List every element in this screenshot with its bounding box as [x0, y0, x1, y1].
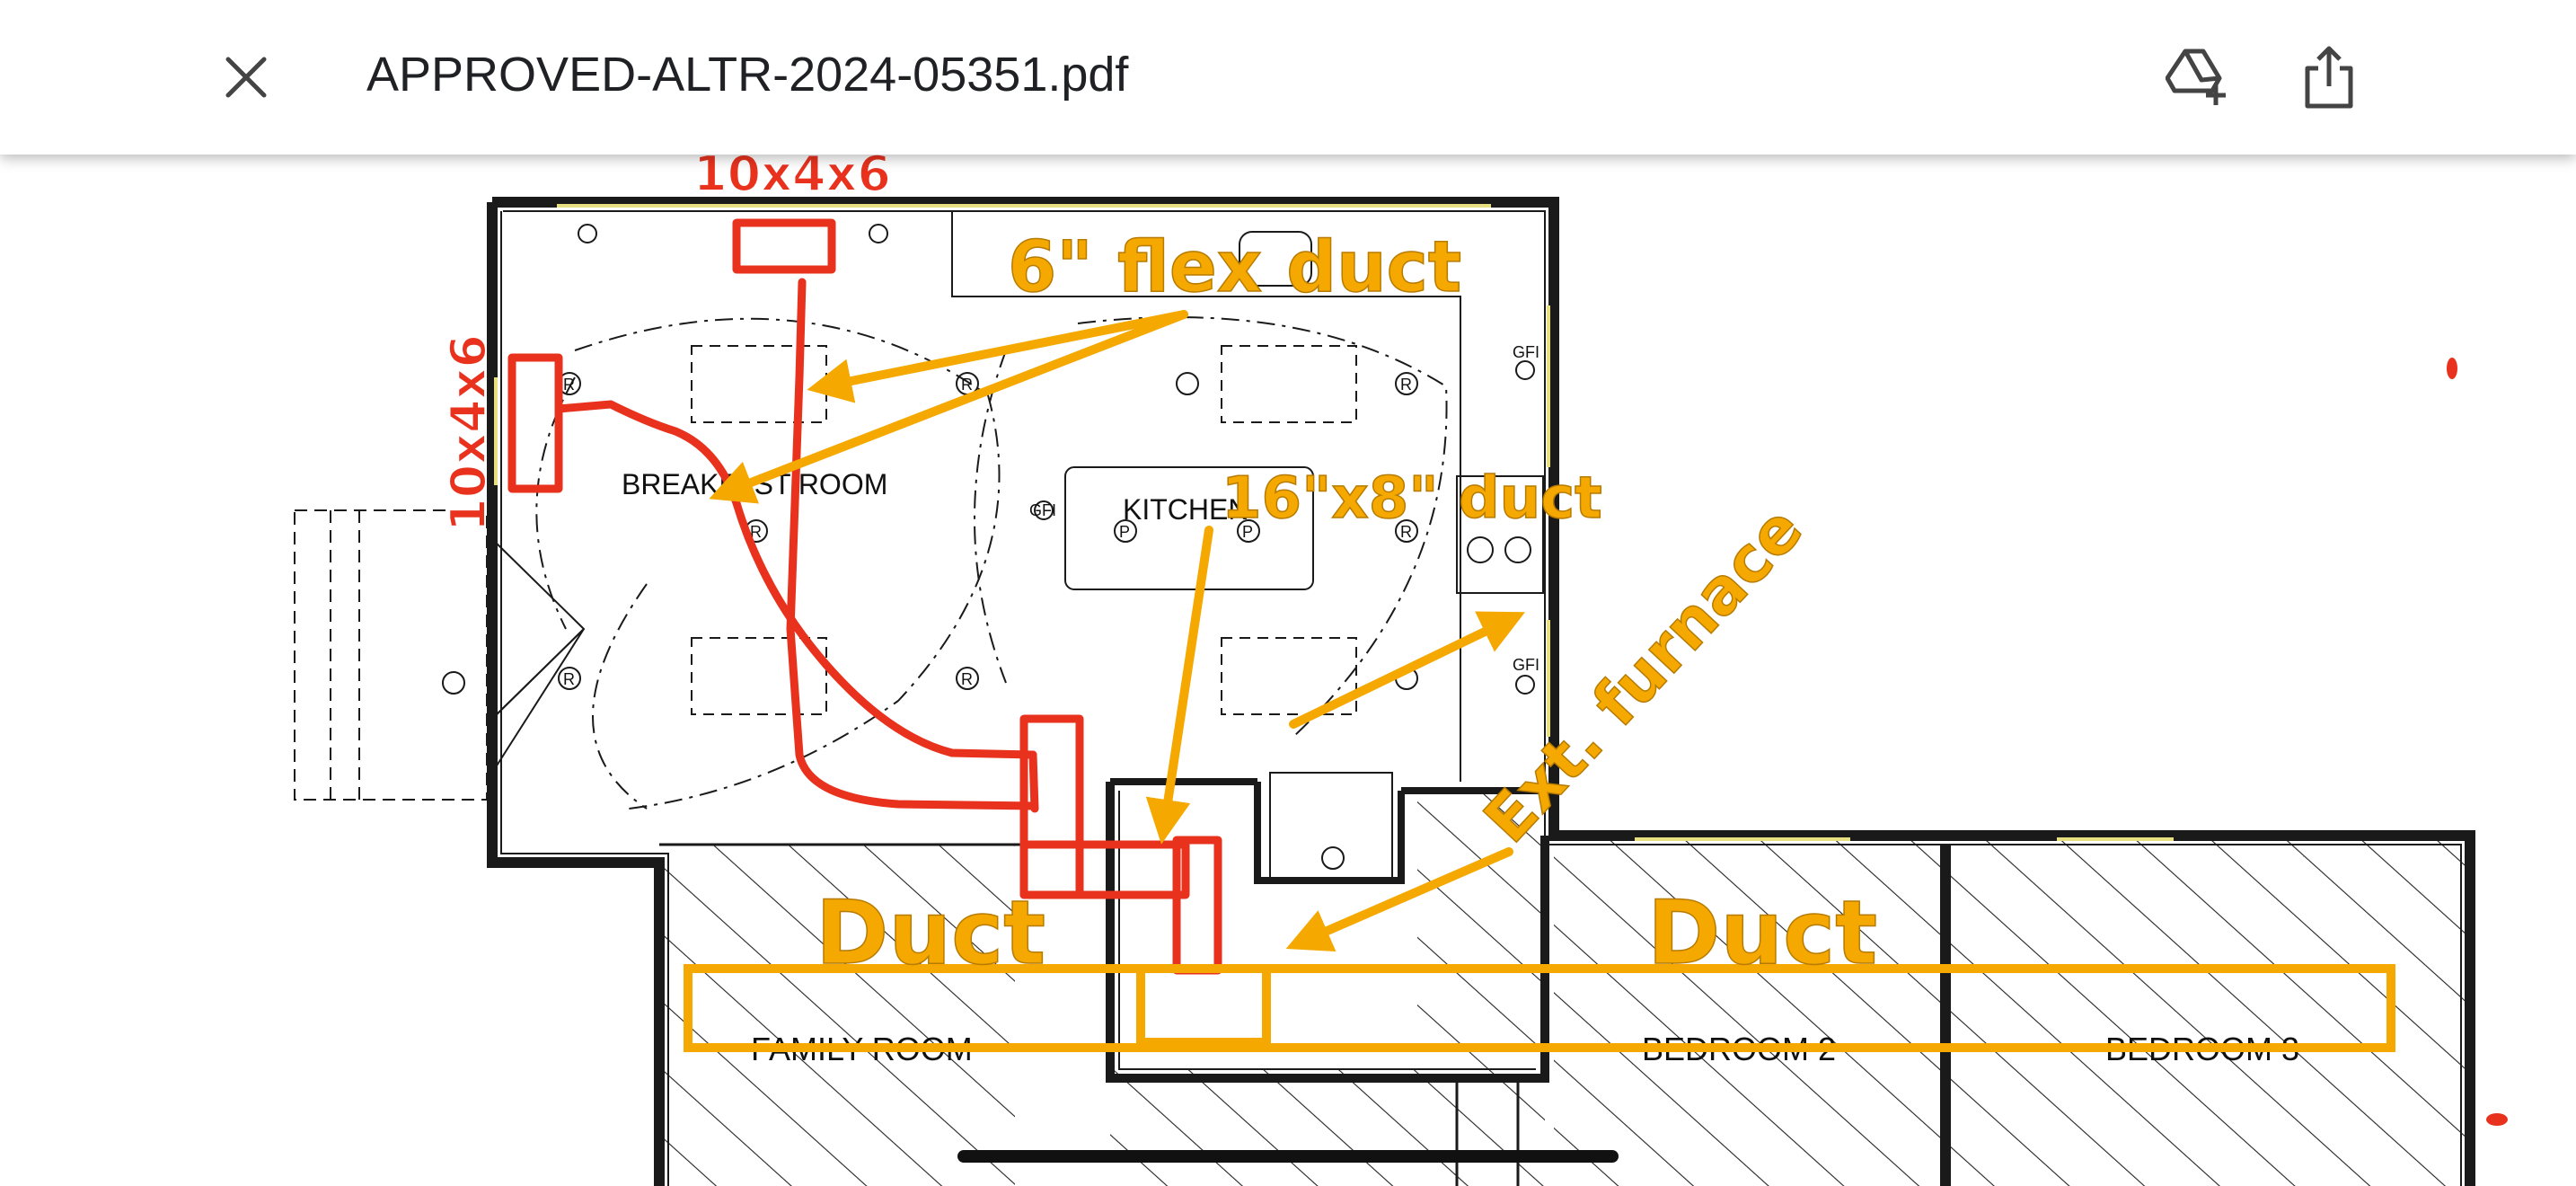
left-register-label: 10x4x6 — [440, 334, 497, 532]
top-register-label: 10x4x6 — [693, 155, 891, 202]
svg-text:GFI: GFI — [1029, 501, 1056, 519]
svg-text:P: P — [1119, 523, 1130, 541]
top-app-bar: APPROVED-ALTR-2024-05351.pdf — [0, 0, 2576, 155]
svg-text:R: R — [563, 376, 575, 394]
svg-text:P: P — [1242, 523, 1253, 541]
svg-text:R: R — [1400, 523, 1412, 541]
duct-label-right: Duct — [1647, 882, 1877, 985]
svg-text:R: R — [750, 523, 762, 541]
svg-text:R: R — [1400, 376, 1412, 394]
flex-duct-label: 6" flex duct — [1008, 227, 1461, 308]
kitchen-counters — [951, 211, 1544, 881]
red-duct-markup — [507, 218, 1222, 975]
hatched-area — [659, 791, 2470, 1186]
document-title: APPROVED-ALTR-2024-05351.pdf — [366, 48, 1129, 102]
svg-text:GFI: GFI — [1513, 656, 1539, 674]
floor-plan-drawing: R R R R R R R P P GFI GFI GFI BREAKFAST … — [294, 155, 2508, 1186]
add-to-drive-icon — [2166, 49, 2226, 105]
room-label-kitchen: KITCHEN — [1123, 493, 1248, 526]
svg-text:R: R — [961, 376, 973, 394]
red-dots — [2447, 358, 2508, 1126]
symbol-labels: R R R R R R R P P GFI GFI GFI — [563, 343, 1539, 688]
share-button[interactable] — [2289, 37, 2369, 118]
svg-text:R: R — [563, 670, 575, 688]
svg-text:R: R — [961, 670, 973, 688]
close-button[interactable] — [206, 37, 287, 118]
main-duct-label: 16"x8" duct — [1222, 465, 1602, 532]
red-labels: 10x4x6 10x4x6 — [439, 155, 892, 533]
share-icon — [2305, 46, 2353, 109]
close-icon — [225, 57, 267, 98]
svg-text:GFI: GFI — [1513, 343, 1539, 361]
orange-duct-markup — [684, 310, 2395, 1052]
add-to-drive-button[interactable] — [2157, 37, 2238, 118]
duct-label-left: Duct — [816, 882, 1045, 985]
ext-furnace-label: Ext. furnace — [1469, 492, 1816, 857]
deck — [294, 509, 488, 801]
pdf-page-viewer[interactable]: R R R R R R R P P GFI GFI GFI BREAKFAST … — [0, 155, 2576, 1186]
home-indicator[interactable] — [957, 1150, 1619, 1163]
